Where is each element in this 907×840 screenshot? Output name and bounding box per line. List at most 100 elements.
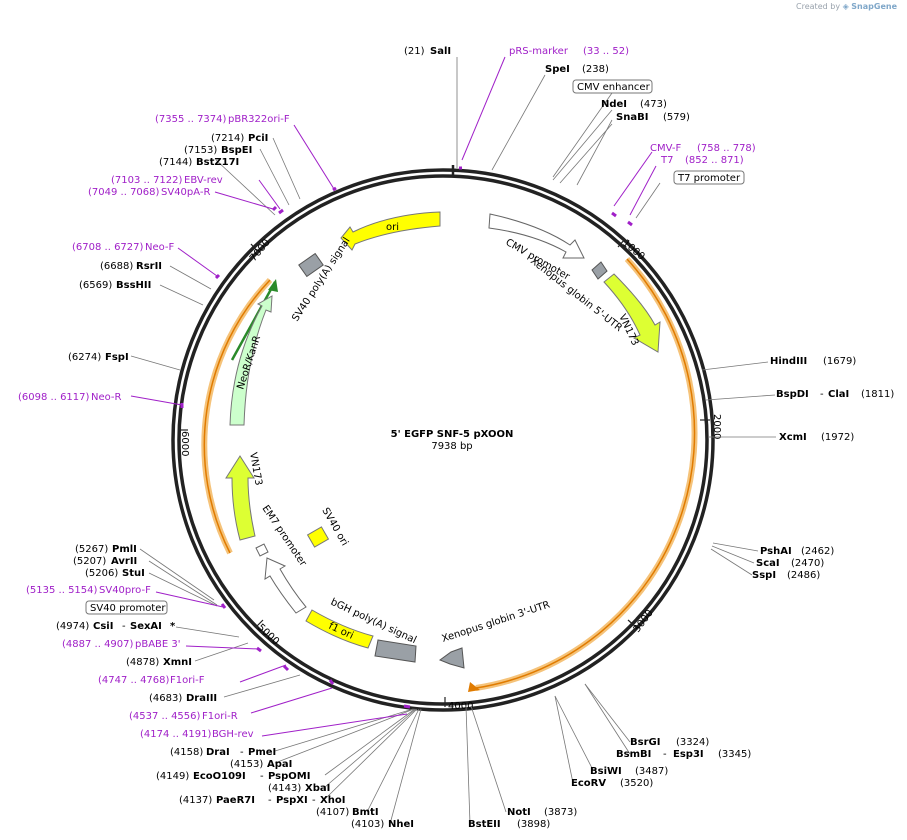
enzyme-esp3i: Esp3I bbox=[673, 749, 704, 760]
primer-sv40pa-r-range: (7049 .. 7068) bbox=[88, 187, 160, 198]
enzyme-bsrgi: BsrGI bbox=[630, 737, 660, 748]
enzyme-fspi-pos: (6274) bbox=[68, 352, 101, 363]
enzyme-rsrii-pos: (6688) bbox=[100, 261, 133, 272]
primer-f1ori-f: F1ori-F bbox=[170, 675, 205, 686]
primer-cmv-f-range: (758 .. 778) bbox=[697, 143, 756, 154]
enzyme-xbai-pos: (4143) bbox=[268, 783, 301, 794]
enzyme-dash-2: - bbox=[663, 749, 667, 760]
xenopus5-feature bbox=[591, 261, 608, 280]
enzyme-ndei-pos: (473) bbox=[640, 99, 667, 110]
enzyme-bsteii-pos: (3898) bbox=[517, 819, 550, 830]
sv40-polya-label: SV40 poly(A) signal bbox=[290, 236, 352, 324]
enzyme-clai: ClaI bbox=[828, 389, 849, 400]
enzyme-csii-pos: (4974) bbox=[56, 621, 89, 632]
enzyme-bspdi-pos: (1811) bbox=[861, 389, 894, 400]
watermark-brand: SnapGene bbox=[851, 2, 897, 11]
primer-neo-f: Neo-F bbox=[145, 242, 175, 253]
primer-pbabe3-range: (4887 .. 4907) bbox=[62, 639, 134, 650]
primer-pbr322ori-f-range: (7355 .. 7374) bbox=[155, 114, 227, 125]
enzyme-nhei-pos: (4103) bbox=[351, 819, 384, 830]
primer-sv40pro-f-range: (5135 .. 5154) bbox=[26, 585, 98, 596]
enzyme-pcii-pos: (7214) bbox=[211, 133, 244, 144]
primer-prs-marker: pRS-marker bbox=[509, 46, 569, 57]
enzyme-sspi: SspI bbox=[752, 570, 776, 581]
enzyme-hindiii-pos: (1679) bbox=[823, 356, 856, 367]
primer-bgh-rev: BGH-rev bbox=[212, 729, 254, 740]
enzyme-noti: NotI bbox=[507, 807, 531, 818]
primer-t7: T7 bbox=[660, 155, 673, 166]
enzyme-apai-pos: (4153) bbox=[230, 759, 263, 770]
sv40-polya-feature bbox=[298, 252, 324, 278]
t7-promoter-label: T7 promoter bbox=[677, 173, 741, 184]
vn173-left-feature bbox=[225, 455, 256, 541]
enzyme-pspomi: PspOMI bbox=[268, 771, 310, 782]
primer-leader-lines bbox=[130, 56, 657, 737]
enzyme-snabi-pos: (579) bbox=[663, 112, 690, 123]
primer-neo-f-range: (6708 .. 6727) bbox=[72, 242, 144, 253]
primer-neo-r-range: (6098 .. 6117) bbox=[18, 392, 90, 403]
primer-prs-marker-range: (33 .. 52) bbox=[583, 46, 629, 57]
enzyme-ecoo109i: EcoO109I bbox=[193, 771, 246, 782]
enzyme-noti-pos: (3873) bbox=[544, 807, 577, 818]
backbone-inner bbox=[177, 174, 709, 706]
primer-f1ori-f-range: (4747 .. 4768) bbox=[98, 675, 170, 686]
enzyme-pshai: PshAI bbox=[760, 546, 792, 557]
sv40-ori-feature bbox=[306, 526, 330, 548]
neor-cds-line bbox=[230, 281, 277, 361]
enzyme-bstz17i: BstZ17I bbox=[196, 157, 239, 168]
cmv-promoter-feature bbox=[488, 213, 585, 259]
enzyme-bmti-pos: (4107) bbox=[316, 807, 349, 818]
enzyme-apai: ApaI bbox=[267, 759, 292, 770]
enzyme-pcii: PciI bbox=[248, 133, 268, 144]
enzyme-dash-4: - bbox=[312, 795, 316, 806]
enzyme-spei: SpeI bbox=[545, 64, 570, 75]
enzyme-bsrgi-pos: (3324) bbox=[676, 737, 709, 748]
xenopus3-label: Xenopus globin 3'-UTR bbox=[441, 599, 552, 644]
plasmid-name: 5' EGFP SNF-5 pXOON bbox=[391, 429, 514, 440]
enzyme-avrii: AvrII bbox=[111, 556, 137, 567]
primer-f1ori-r-range: (4537 .. 4556) bbox=[129, 711, 201, 722]
enzyme-sali: SalI bbox=[430, 46, 451, 57]
enzyme-xmni: XmnI bbox=[163, 657, 192, 668]
primer-sv40pro-f: SV40pro-F bbox=[99, 585, 151, 596]
enzyme-bspei: BspEI bbox=[221, 145, 252, 156]
primer-t7-range: (852 .. 871) bbox=[685, 155, 744, 166]
sv40-promoter-box bbox=[85, 600, 168, 615]
watermark-prefix: Created by bbox=[796, 2, 841, 11]
tick-label-2000: 2000 bbox=[711, 414, 722, 439]
ori-label: ori bbox=[386, 222, 399, 233]
primer-marks bbox=[180, 166, 633, 709]
enzyme-xhoi: XhoI bbox=[320, 795, 345, 806]
enzyme-stui: StuI bbox=[122, 568, 145, 579]
primer-ebv-rev: EBV-rev bbox=[184, 175, 223, 186]
snapgene-watermark: Created by ◈ SnapGene bbox=[796, 2, 897, 11]
enzyme-rsrii: RsrII bbox=[136, 261, 162, 272]
enzyme-dash-5: - bbox=[260, 771, 264, 782]
enzyme-paer7i: PaeR7I bbox=[216, 795, 255, 806]
primer-sv40pa-r: SV40pA-R bbox=[161, 187, 210, 198]
enzyme-bsshii-pos: (6569) bbox=[79, 280, 112, 291]
enzyme-draiii: DraIII bbox=[186, 693, 217, 704]
snapgene-logo-icon: ◈ bbox=[842, 2, 849, 11]
tick-label-6000: 6000 bbox=[179, 431, 190, 456]
enzyme-sali-pos: (21) bbox=[404, 46, 425, 57]
xenopus3-feature bbox=[438, 647, 465, 669]
neokan-feature bbox=[229, 295, 273, 426]
vn173-right-feature bbox=[603, 273, 661, 353]
enzyme-scai: ScaI bbox=[756, 558, 780, 569]
tick-marks bbox=[178, 238, 710, 707]
enzyme-bsshii: BssHII bbox=[116, 280, 151, 291]
enzyme-sexai-star: * bbox=[170, 621, 176, 632]
enzyme-bsmbi-pos: (3345) bbox=[718, 749, 751, 760]
enzyme-bstz17i-pos: (7144) bbox=[159, 157, 192, 168]
enzyme-xmni-pos: (4878) bbox=[126, 657, 159, 668]
enzyme-snabi: SnaBI bbox=[616, 112, 648, 123]
enzyme-ndei: NdeI bbox=[601, 99, 627, 110]
enzyme-dash-1: - bbox=[820, 389, 824, 400]
f1ori-left-arrow bbox=[264, 557, 307, 614]
enzyme-pspxi: PspXI bbox=[276, 795, 308, 806]
vn173-left-label: VN173 bbox=[247, 452, 264, 487]
enzyme-bsmbi: BsmBI bbox=[616, 749, 651, 760]
enzyme-bsiwi: BsiWI bbox=[590, 766, 622, 777]
cmv-enhancer-box bbox=[572, 79, 653, 94]
